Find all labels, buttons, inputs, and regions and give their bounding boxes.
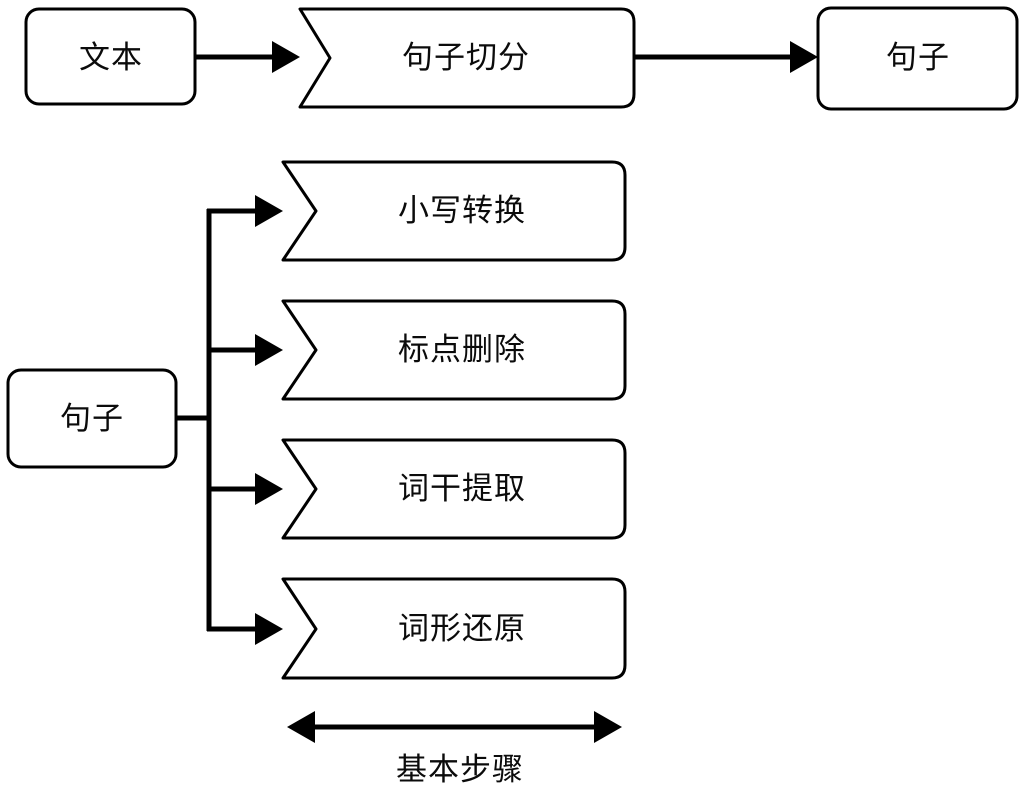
node-step-punctuation-removal[interactable]: 标点删除 xyxy=(281,299,627,401)
arrow-head-icon xyxy=(255,195,283,227)
arrow-head-icon xyxy=(272,41,300,73)
node-step-lowercase-label: 小写转换 xyxy=(398,193,526,229)
node-sentence-output-label: 句子 xyxy=(886,40,950,76)
arrow-head-icon xyxy=(255,613,283,645)
branch-trunk xyxy=(176,209,212,631)
node-step-stemming-label: 词干提取 xyxy=(398,471,526,507)
span-annotation-label: 基本步骤 xyxy=(396,752,524,788)
node-step-lemmatization-label: 词形还原 xyxy=(398,611,526,647)
node-step-punctuation-removal-shape xyxy=(281,299,627,401)
node-sentence-source-label: 句子 xyxy=(60,401,124,437)
node-sentence-segmentation-shape xyxy=(298,7,636,109)
arrow-head-left-icon xyxy=(287,711,315,743)
node-step-lemmatization[interactable]: 词形还原 xyxy=(281,577,627,680)
arrow-branch-3 xyxy=(207,473,283,505)
node-text-input-shape xyxy=(24,7,197,106)
node-sentence-output[interactable]: 句子 xyxy=(816,6,1019,111)
arrow-head-right-icon xyxy=(594,711,622,743)
node-text-input[interactable]: 文本 xyxy=(24,7,197,106)
arrow-segmentation-to-sentence xyxy=(634,41,818,73)
arrow-head-icon xyxy=(255,334,283,366)
arrow-branch-2 xyxy=(207,334,283,366)
arrow-branch-4 xyxy=(207,613,283,645)
arrow-branch-1 xyxy=(207,195,283,227)
node-step-punctuation-removal-label: 标点删除 xyxy=(398,332,526,368)
node-sentence-segmentation-label: 句子切分 xyxy=(402,40,530,76)
arrow-head-icon xyxy=(255,473,283,505)
node-step-lemmatization-shape xyxy=(281,577,627,680)
node-text-input-label: 文本 xyxy=(79,40,143,76)
node-sentence-source[interactable]: 句子 xyxy=(6,368,178,469)
span-double-arrow xyxy=(287,711,622,743)
node-step-stemming-shape xyxy=(281,438,627,540)
node-step-lowercase-shape xyxy=(281,160,627,262)
node-sentence-segmentation[interactable]: 句子切分 xyxy=(298,7,636,109)
node-step-stemming[interactable]: 词干提取 xyxy=(281,438,627,540)
arrow-text-to-segmentation xyxy=(196,41,300,73)
node-step-lowercase[interactable]: 小写转换 xyxy=(281,160,627,262)
arrow-head-icon xyxy=(790,41,818,73)
node-sentence-output-shape xyxy=(816,6,1019,111)
